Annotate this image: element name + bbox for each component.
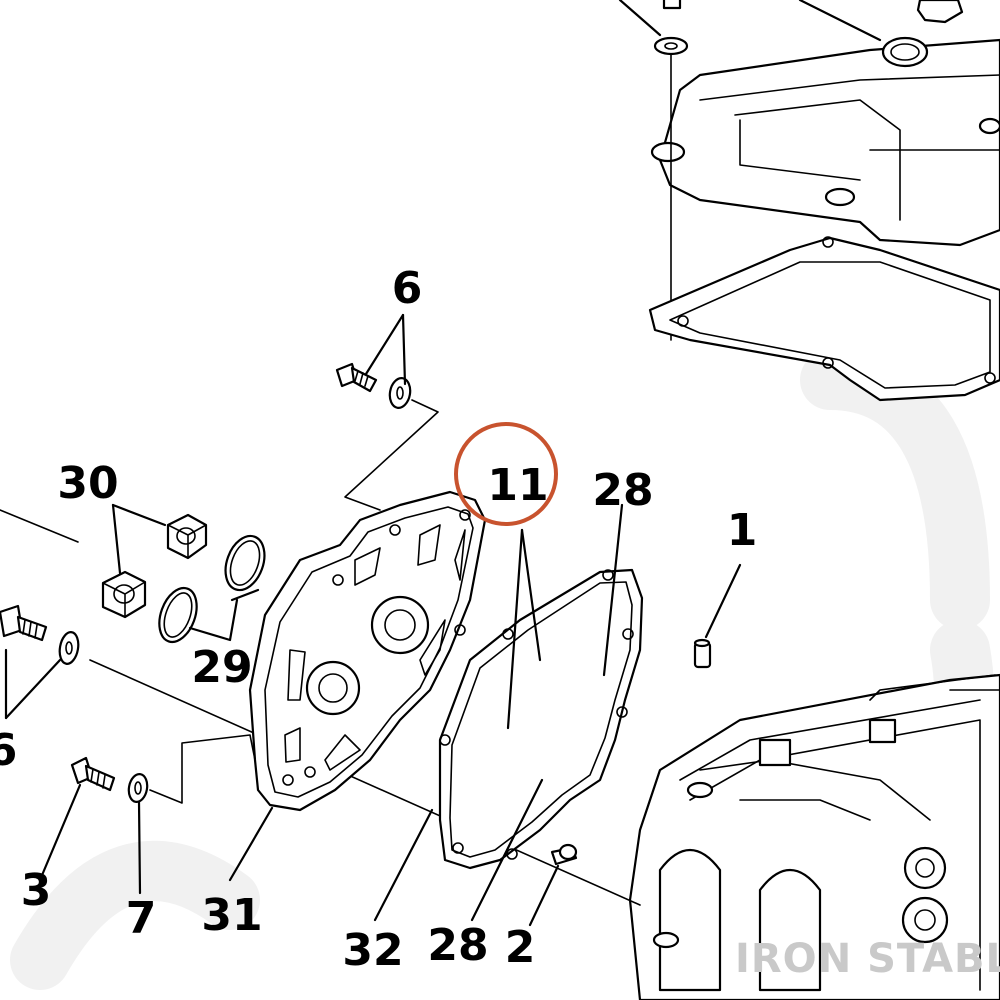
callout-32: 32 (342, 925, 403, 976)
callout-2: 2 (505, 922, 536, 973)
callout-3: 3 (21, 865, 52, 916)
callout-1: 1 (727, 505, 758, 556)
washer-left-6 (58, 631, 80, 665)
callout-labels: 1 2 3 6 6 7 11 28 28 29 30 31 32 (0, 263, 757, 976)
callout-28-top: 28 (592, 465, 653, 516)
washer-7 (127, 773, 149, 803)
transmission-case (628, 673, 1000, 1000)
callout-7: 7 (126, 893, 157, 944)
highlight-circle (454, 422, 558, 526)
nut-upper-30 (166, 513, 208, 560)
door-plate-31 (248, 490, 487, 812)
gasket-32 (438, 568, 644, 870)
breather-fitting (798, 0, 964, 68)
washer-top-6 (388, 377, 412, 409)
screw-top-6 (335, 362, 378, 393)
callout-30: 30 (57, 458, 118, 509)
callout-6-top: 6 (392, 263, 423, 314)
cover-gasket (648, 236, 1000, 402)
o-ring-upper-29 (224, 534, 266, 592)
callout-31: 31 (201, 890, 262, 941)
dowel-pin-1 (693, 563, 742, 669)
nut-lower-30 (101, 570, 147, 619)
callout-6-left: 6 (0, 725, 17, 776)
callout-29: 29 (191, 642, 252, 693)
callout-28-bottom: 28 (427, 920, 488, 971)
callout-11: 11 (487, 460, 548, 511)
screw-3 (70, 756, 116, 792)
screw-left-6 (0, 604, 48, 642)
leader-lines (0, 313, 624, 922)
watermark-text: IRON STABLE (735, 936, 1000, 982)
o-ring-lower-29 (158, 586, 198, 644)
top-cover (650, 38, 1000, 247)
top-cover-screw-washer (618, 0, 689, 341)
dowel-pin-2 (528, 843, 578, 927)
